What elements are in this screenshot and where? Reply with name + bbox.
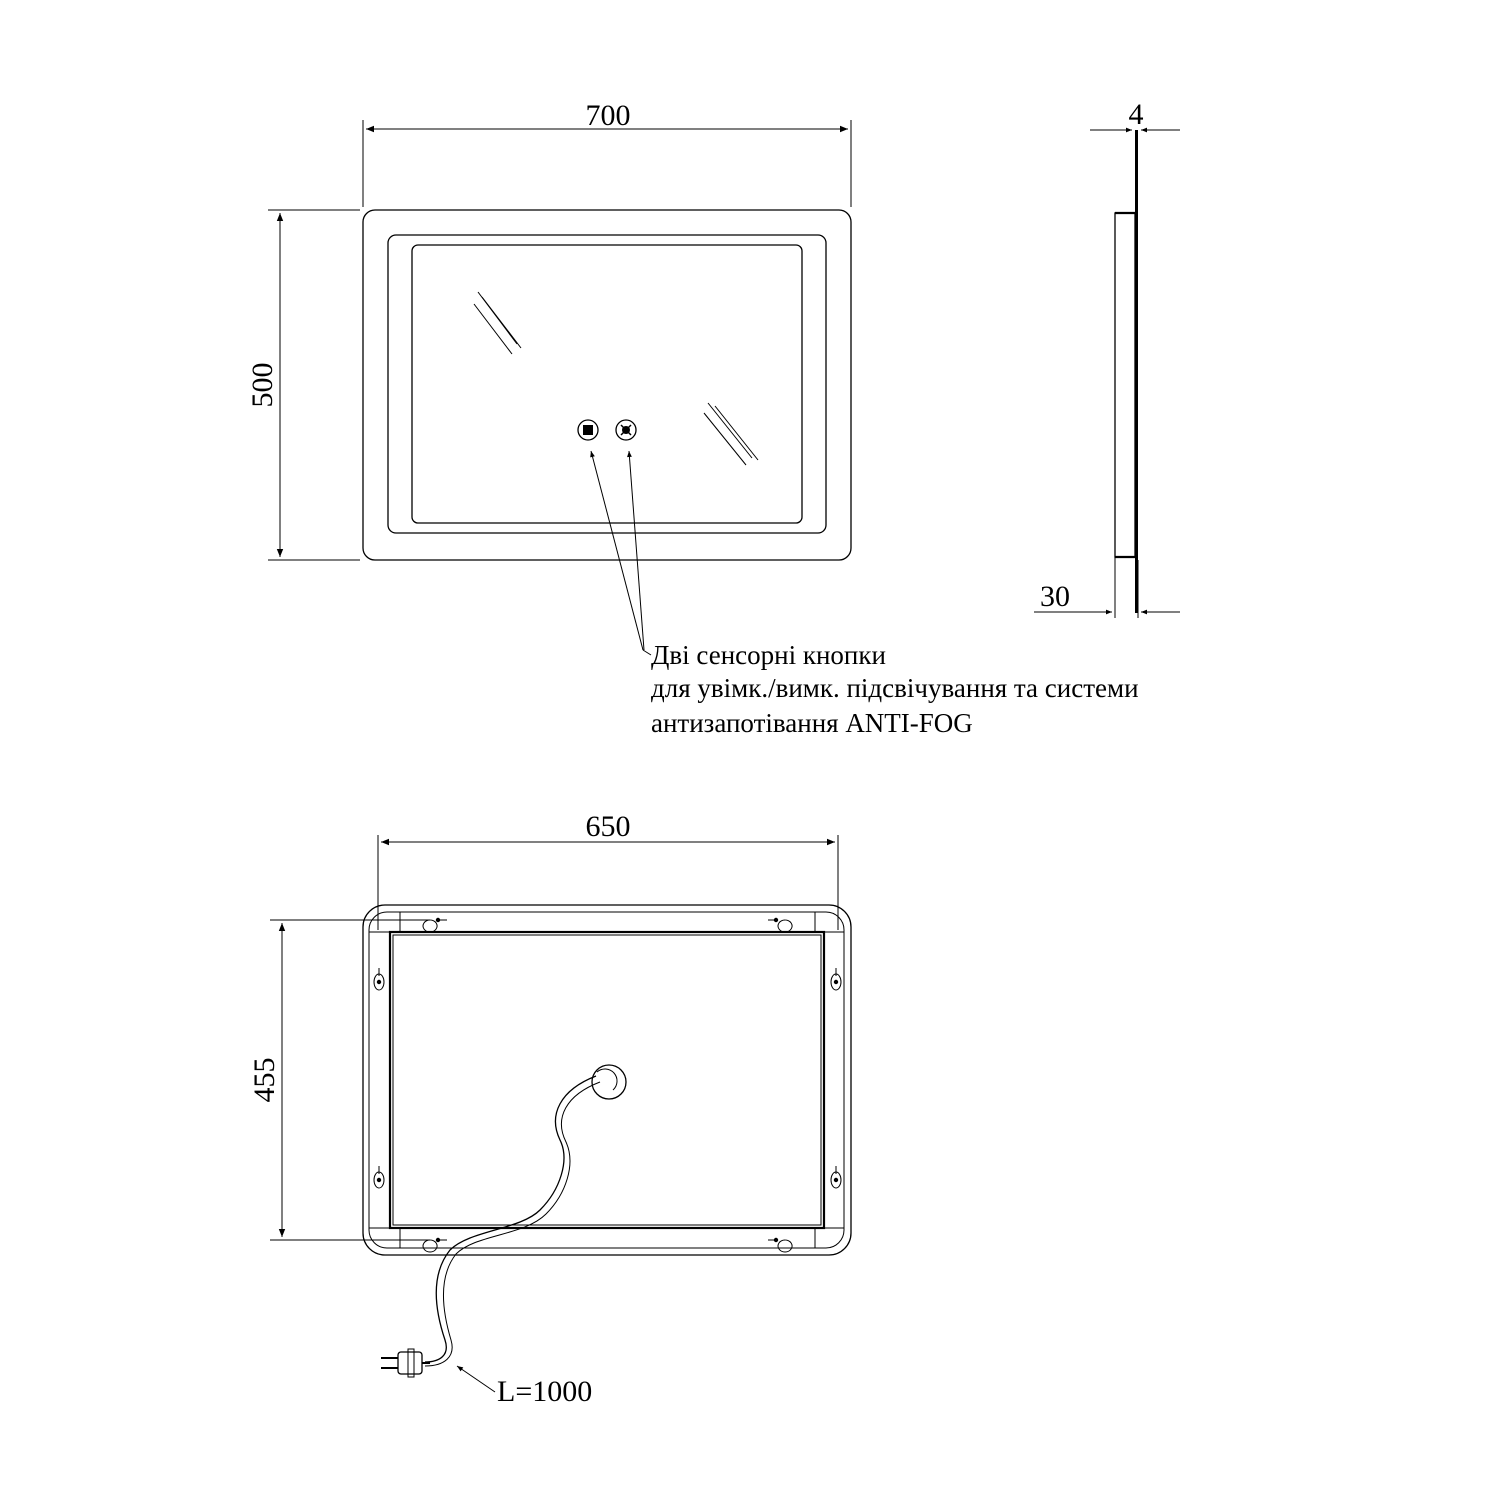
reflection-marks-bottom (703, 402, 759, 466)
mirror-glass (411, 244, 803, 524)
dimension-height-455: 455 (248, 919, 430, 1241)
cable-inlet-icon (591, 1064, 627, 1100)
side-body (1114, 212, 1136, 558)
mounting-hole-icon (768, 917, 793, 933)
leader-line-button-2 (627, 450, 645, 651)
front-view: 700 500 (246, 99, 852, 656)
cable-length-label: L=1000 (497, 1375, 592, 1408)
dimension-width-700: 700 (362, 99, 852, 207)
mounting-hole-icon (373, 1166, 385, 1189)
dimension-depth-30: 30 (1034, 557, 1180, 618)
note-line-3: антизапотівання ANTI-FOG (651, 708, 973, 738)
corner-brackets (369, 912, 844, 1248)
touch-button-light-icon (577, 419, 599, 441)
mounting-hole-icon (830, 1166, 842, 1189)
side-view: 4 30 (1034, 98, 1180, 618)
touch-button-antifog-icon (615, 419, 637, 441)
height-label: 500 (246, 363, 279, 408)
note-line-1: Дві сенсорні кнопки (651, 640, 886, 670)
note-line-2: для увімк./вимк. підсвічування та систем… (651, 673, 1139, 703)
dimension-height-500: 500 (246, 209, 360, 561)
back-view: L=1000 650 455 (248, 810, 852, 1408)
dimension-glass-4: 4 (1090, 98, 1180, 133)
mirror-outer-frame (362, 209, 852, 561)
mounting-hole-icon (422, 917, 447, 933)
power-cable-edge (424, 1081, 601, 1367)
side-glass (1135, 130, 1138, 613)
mounting-hole-icon (830, 968, 842, 991)
glass-thickness-label: 4 (1129, 98, 1144, 131)
buttons-note: Дві сенсорні кнопки для увімк./вимк. під… (651, 640, 1139, 738)
depth-label: 30 (1040, 580, 1070, 613)
mounting-hole-icon (373, 968, 385, 991)
back-inner-frame (368, 911, 845, 1249)
back-height-label: 455 (248, 1058, 281, 1103)
mounting-hole-icon (768, 1237, 793, 1253)
power-plug-icon (381, 1348, 430, 1378)
back-outer-frame (362, 904, 852, 1256)
mounting-hole-icon (422, 1237, 447, 1253)
dimension-width-650: 650 (377, 810, 839, 930)
back-width-label: 650 (586, 810, 631, 843)
power-cable (424, 1075, 597, 1363)
mirror-middle-frame (387, 234, 827, 534)
leader-line-button-1 (590, 450, 644, 651)
reflection-marks-top (473, 291, 522, 355)
back-panel (388, 930, 826, 1230)
width-label: 700 (586, 99, 631, 132)
cable-leader-line (456, 1365, 496, 1393)
